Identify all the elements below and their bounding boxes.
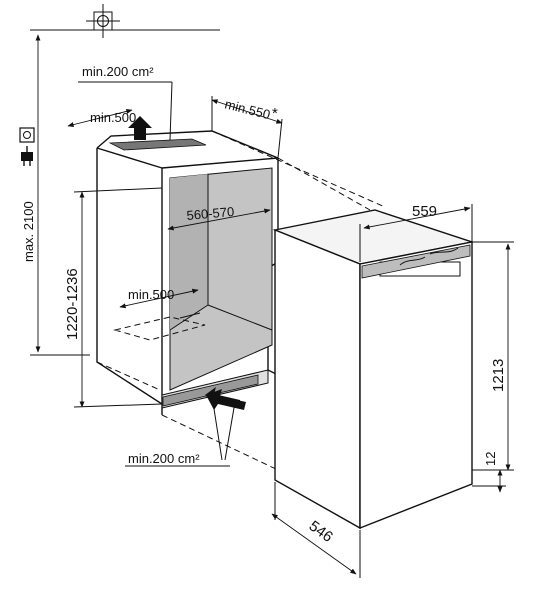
- guide-lines: [96, 130, 386, 471]
- bottom-vent-label: min.200 cm²: [128, 451, 200, 466]
- niche-height-label: 1220-1236: [64, 268, 81, 340]
- appliance-height-label: 1213: [490, 359, 507, 392]
- appliance-body: [272, 209, 475, 530]
- niche-depth-star: *: [272, 105, 278, 122]
- top-depth-label: min.500: [90, 110, 136, 125]
- floor-depth-label: min.500: [128, 287, 174, 302]
- plinth-height-label: 12: [483, 452, 498, 466]
- niche-depth-label: min.550: [223, 96, 272, 122]
- ceiling-mark-icon: [30, 4, 220, 38]
- installation-niche: [96, 130, 279, 415]
- power-plug-icon: [21, 146, 33, 166]
- appliance-width-label: 559: [412, 203, 437, 220]
- total-height-label: max. 2100: [21, 201, 36, 262]
- top-vent-label: min.200 cm²: [82, 64, 154, 79]
- ventilation-arrow-icon: [128, 116, 152, 140]
- power-socket-icon: [19, 127, 35, 143]
- total-height-dimension: [30, 34, 90, 356]
